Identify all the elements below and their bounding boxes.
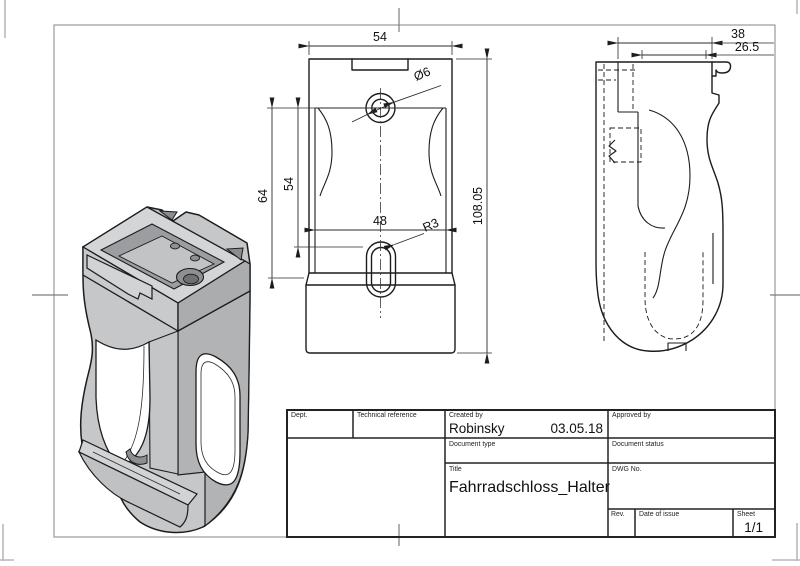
dia-leader-upper	[383, 85, 442, 108]
dim-64: 64	[256, 189, 270, 203]
ext-lines-38	[617, 37, 713, 59]
dia-leader-lower	[351, 107, 378, 123]
iso-rim-band-right	[177, 260, 251, 333]
side-hook	[711, 61, 732, 77]
dim-48: 48	[373, 214, 387, 228]
iso-small-hole-1	[169, 242, 181, 250]
front-right-wing	[428, 107, 444, 197]
created-by-label: Created by	[449, 412, 483, 419]
trim-mark-bottom-left	[0, 524, 14, 561]
iso-front-cutout	[95, 338, 151, 469]
trim-mark-bottom-right	[772, 523, 800, 561]
created-by-value: Robinsky	[449, 421, 505, 436]
dept-label: Dept.	[291, 412, 308, 419]
side-view	[595, 61, 732, 352]
title-block: Dept. Technical reference Created by Rob…	[286, 409, 776, 538]
side-inner-walls	[617, 62, 639, 206]
iso-center-pillar	[148, 330, 179, 475]
dia-line-through	[366, 101, 395, 115]
sheet-value: 1/1	[744, 520, 763, 535]
front-base-block	[305, 284, 456, 354]
side-clip-tooth	[608, 139, 617, 164]
side-hidden-bottom-u	[644, 252, 704, 340]
iso-hole-bore	[183, 273, 199, 285]
front-view	[305, 58, 456, 354]
document-status-label: Document status	[612, 441, 664, 448]
front-left-wing	[317, 107, 333, 197]
dim-r3: R3	[421, 216, 441, 235]
document-type-label: Document type	[449, 441, 496, 448]
dim-54-left: 54	[282, 177, 296, 191]
iso-scallop-notch-1	[158, 210, 178, 221]
side-view-dimensions: 38 26.5	[607, 27, 774, 59]
side-opening-curve	[648, 109, 691, 299]
dim-54-top: 54	[373, 30, 387, 44]
iso-tray-front-face	[77, 450, 189, 528]
dwg-no-label: DWG No.	[612, 466, 642, 473]
date-of-issue-label: Date of issue	[639, 511, 679, 518]
ext-lines-265	[641, 50, 707, 59]
dim-38: 38	[731, 27, 745, 41]
dim-108: 108.05	[471, 187, 485, 225]
dim-dia6: Ø6	[412, 64, 433, 83]
side-hidden-top	[598, 69, 638, 81]
iso-view	[77, 206, 251, 534]
iso-side-cutout	[195, 353, 241, 486]
sheet-label: Sheet	[737, 511, 755, 518]
front-outline-upper	[308, 58, 453, 274]
iso-tray-notch	[125, 448, 148, 465]
front-slot-inner	[370, 246, 392, 293]
front-view-dimensions: 54 108.05 64 54 48 Ø6 R3	[256, 30, 492, 364]
technical-reference-label: Technical reference	[357, 412, 417, 419]
side-scoop-curve	[637, 205, 666, 229]
side-outline	[595, 61, 724, 352]
front-slot-outer	[365, 241, 397, 298]
created-date: 03.05.18	[550, 421, 603, 436]
title-block-border	[286, 409, 776, 538]
title-value: Fahrradschloss_Halter	[449, 479, 611, 496]
iso-small-hole-2	[189, 254, 201, 262]
title-label: Title	[449, 466, 462, 473]
front-top-notch	[351, 58, 409, 71]
iso-scallop-notch-2	[225, 247, 244, 261]
side-bottom-tab	[667, 342, 687, 351]
approved-by-label: Approved by	[612, 412, 651, 419]
iso-clip-tab	[86, 254, 153, 300]
title-block-grid	[287, 410, 775, 537]
iso-side-cutout-rim	[200, 361, 236, 476]
rev-label: Rev.	[611, 511, 625, 518]
iso-tray-inner-edge	[92, 451, 181, 495]
side-hidden-clip-box	[609, 127, 642, 163]
dim-265: 26.5	[735, 40, 759, 54]
r3-leader	[383, 233, 425, 251]
